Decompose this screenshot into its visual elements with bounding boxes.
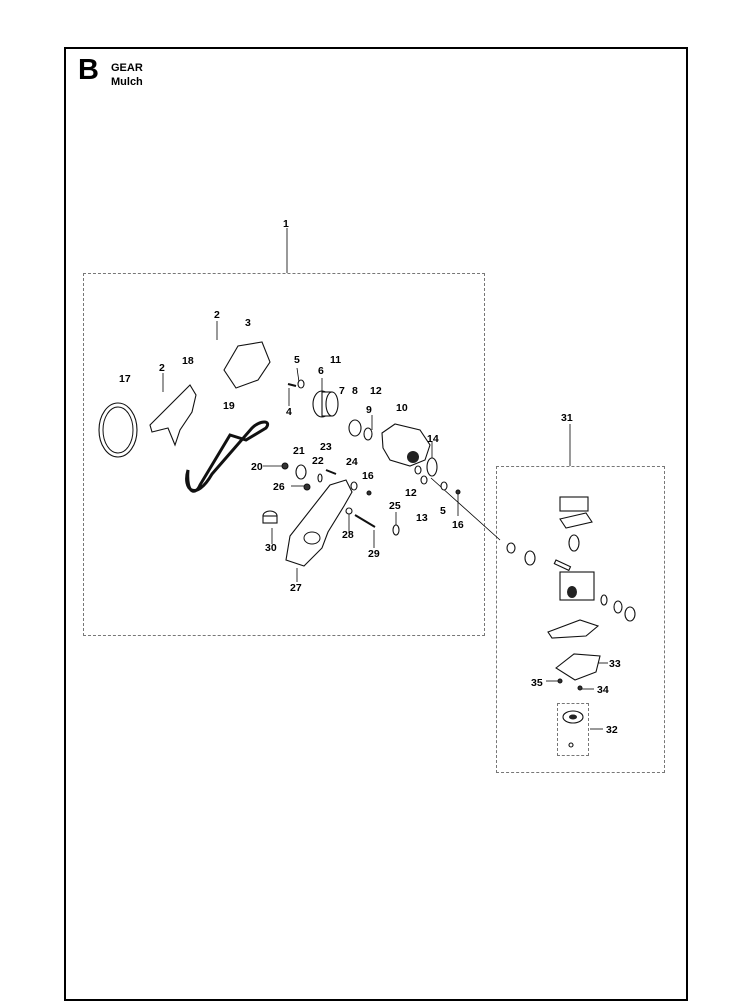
callout-11: 11 — [330, 354, 341, 366]
page-frame — [64, 47, 688, 1001]
callout-5a: 5 — [294, 354, 300, 366]
part-5b-washer — [440, 481, 448, 491]
callout-30: 30 — [265, 542, 277, 554]
part-31-bevel-gear-assembly — [506, 496, 636, 639]
callout-4: 4 — [286, 406, 292, 418]
callout-26: 26 — [273, 481, 285, 493]
callout-31: 31 — [561, 412, 573, 424]
callout-6: 6 — [318, 365, 324, 377]
callout-20: 20 — [251, 461, 263, 473]
callout-2a: 2 — [214, 309, 220, 321]
callout-23: 23 — [320, 441, 332, 453]
part-8-bearing — [348, 419, 362, 437]
callout-5b: 5 — [440, 505, 446, 517]
section-letter: B — [78, 54, 99, 86]
callout-25: 25 — [389, 500, 401, 512]
leader-lines — [162, 228, 608, 730]
callout-29: 29 — [368, 548, 380, 560]
callout-27: 27 — [290, 582, 302, 594]
assembly-1-box — [83, 273, 485, 636]
part-33-lower-housing — [555, 653, 601, 681]
title-block: GEAR Mulch — [111, 61, 143, 89]
part-32-hub — [562, 710, 584, 748]
part-29-screw — [354, 514, 376, 528]
callout-16b: 16 — [452, 519, 464, 531]
callout-35: 35 — [531, 677, 543, 689]
part-21-bearing — [295, 464, 307, 480]
part-3-pulley-cover — [223, 341, 271, 389]
callout-12b: 12 — [405, 487, 417, 499]
callout-17: 17 — [119, 373, 131, 385]
part-27-belt-cover — [285, 479, 353, 567]
part-17-drive-belt — [98, 402, 138, 458]
assembly-31-box — [496, 466, 665, 773]
part-10-gear-housing — [381, 423, 431, 467]
part-34-screw — [577, 685, 583, 691]
part-22-spacer — [317, 473, 323, 483]
part-6-pulley — [312, 390, 339, 418]
callout-10: 10 — [396, 402, 408, 414]
callout-13: 13 — [416, 512, 428, 524]
callout-7: 7 — [339, 385, 345, 397]
callout-3: 3 — [245, 317, 251, 329]
callout-1: 1 — [283, 218, 289, 230]
part-24-washer — [350, 481, 358, 491]
part-19-v-belt — [185, 420, 269, 493]
part-5-washer — [297, 379, 305, 389]
callout-18: 18 — [182, 355, 194, 367]
part-4-screw — [287, 383, 297, 387]
part-14-gasket — [426, 457, 438, 477]
part-30-knob — [262, 510, 278, 524]
part-16-screw — [455, 489, 461, 495]
callout-21: 21 — [293, 445, 305, 457]
part-20-nut — [281, 462, 289, 470]
callout-22: 22 — [312, 455, 324, 467]
callout-9: 9 — [366, 404, 372, 416]
part-35-screw — [557, 678, 563, 684]
callout-28: 28 — [342, 529, 354, 541]
section-subtitle: Mulch — [111, 76, 143, 88]
callout-33: 33 — [609, 658, 621, 670]
assembly-32-box — [557, 703, 589, 756]
callout-16a: 16 — [362, 470, 374, 482]
part-12-washer — [414, 465, 422, 475]
callout-32: 32 — [606, 724, 618, 736]
part-9-circlip — [363, 427, 373, 441]
callout-8: 8 — [352, 385, 358, 397]
callout-24: 24 — [346, 456, 358, 468]
part-16a-screw — [366, 490, 372, 496]
part-23-screw — [325, 469, 337, 475]
callout-2b: 2 — [159, 362, 165, 374]
part-28-screw — [345, 507, 353, 515]
part-26-nut — [303, 483, 311, 491]
callout-34: 34 — [597, 684, 609, 696]
section-title: GEAR — [111, 62, 143, 74]
callout-labels: 1 2 3 5 11 18 2 6 17 7 8 12 19 10 4 9 31… — [119, 218, 621, 736]
callout-19: 19 — [223, 400, 235, 412]
part-25-cap — [392, 524, 400, 536]
callout-14: 14 — [427, 433, 439, 445]
callout-12a: 12 — [370, 385, 382, 397]
part-18-belt-guide — [149, 384, 197, 447]
part-13-bearing — [420, 475, 428, 485]
